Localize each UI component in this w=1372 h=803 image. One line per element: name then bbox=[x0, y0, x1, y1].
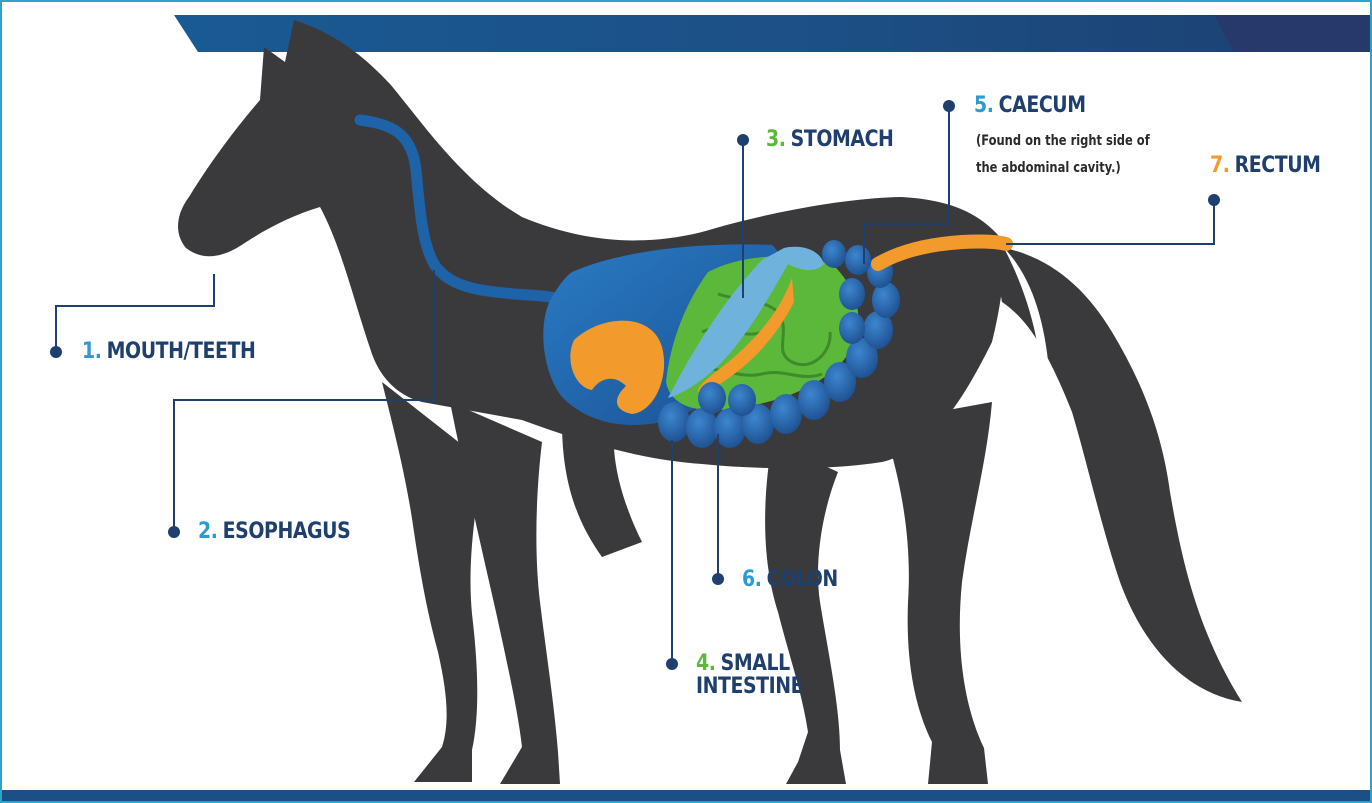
label-small-intestine: 4.SMALL INTESTINE bbox=[696, 652, 803, 698]
label-mouth-name: MOUTH/TEETH bbox=[107, 339, 256, 364]
label-esophagus: 2.ESOPHAGUS bbox=[198, 520, 350, 543]
label-rectum-name: RECTUM bbox=[1235, 153, 1321, 178]
label-small-intestine-line1: SMALL bbox=[721, 651, 790, 676]
label-mouth-number: 1. bbox=[82, 339, 101, 364]
label-colon-number: 6. bbox=[742, 567, 761, 592]
label-rectum-number: 7. bbox=[1210, 153, 1229, 178]
leader-rectum bbox=[1006, 200, 1214, 244]
label-rectum: 7.RECTUM bbox=[1210, 154, 1321, 177]
top-banner-accent bbox=[1214, 15, 1370, 52]
label-stomach-number: 3. bbox=[766, 127, 785, 152]
label-colon: 6.COLON bbox=[742, 568, 838, 591]
label-colon-name: COLON bbox=[767, 567, 838, 592]
label-esophagus-number: 2. bbox=[198, 519, 217, 544]
label-caecum-name: CAECUM bbox=[999, 93, 1086, 118]
caecum-note-line2: the abdominal cavity.) bbox=[976, 160, 1121, 176]
caecum-note-line1: (Found on the right side of bbox=[976, 133, 1150, 149]
caecum-note: (Found on the right side of the abdomina… bbox=[976, 128, 1150, 182]
label-caecum-number: 5. bbox=[974, 93, 993, 118]
top-banner bbox=[174, 15, 1370, 52]
bottom-banner bbox=[2, 790, 1370, 801]
label-esophagus-name: ESOPHAGUS bbox=[223, 519, 351, 544]
label-small-intestine-line2: INTESTINE bbox=[696, 674, 803, 699]
label-small-intestine-number: 4. bbox=[696, 651, 715, 676]
label-stomach: 3.STOMACH bbox=[766, 128, 893, 151]
label-mouth-teeth: 1.MOUTH/TEETH bbox=[82, 340, 255, 363]
label-stomach-name: STOMACH bbox=[791, 127, 894, 152]
label-caecum: 5.CAECUM bbox=[974, 94, 1086, 117]
